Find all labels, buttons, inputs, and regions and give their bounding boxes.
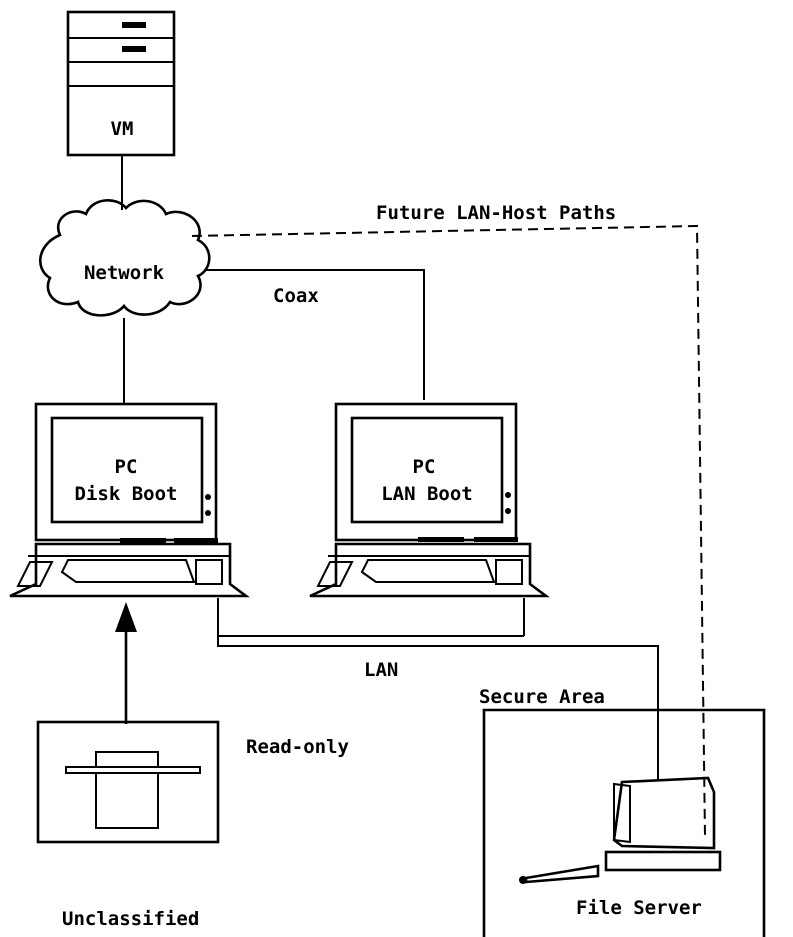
network-label: Network: [84, 262, 165, 284]
secure-area: Secure Area: [479, 686, 766, 937]
vm-host-tower: VM: [66, 10, 176, 157]
lan-label: LAN: [364, 659, 398, 681]
up-arrow-icon: [115, 602, 137, 632]
file-server-label: File Server: [576, 897, 702, 919]
pc-disk-label-line2: Disk Boot: [75, 483, 178, 505]
coax-label: Coax: [273, 285, 319, 307]
future-paths-label: Future LAN-Host Paths: [376, 202, 616, 224]
network-cloud: Network: [39, 199, 211, 317]
secure-area-label: Secure Area: [479, 686, 605, 708]
pc-lan-boot: PC LAN Boot: [309, 402, 550, 598]
coax-link: Coax: [204, 269, 425, 400]
lan-link: LAN: [217, 598, 659, 780]
read-only-label: Read-only: [246, 736, 349, 758]
pc-lan-label-line1: PC: [413, 456, 436, 478]
unclassified-label: Unclassified: [62, 908, 199, 930]
vm-label: VM: [111, 118, 134, 140]
file-server: File Server: [519, 776, 722, 919]
pc-disk-label-line1: PC: [115, 456, 138, 478]
pc-lan-label-line2: LAN Boot: [381, 483, 473, 505]
read-only-drive: Read-only: [36, 720, 349, 844]
pc-disk-boot: PC Disk Boot: [9, 402, 250, 598]
future-lan-host-path: Future LAN-Host Paths: [191, 202, 706, 837]
read-only-transfer: [115, 602, 137, 724]
